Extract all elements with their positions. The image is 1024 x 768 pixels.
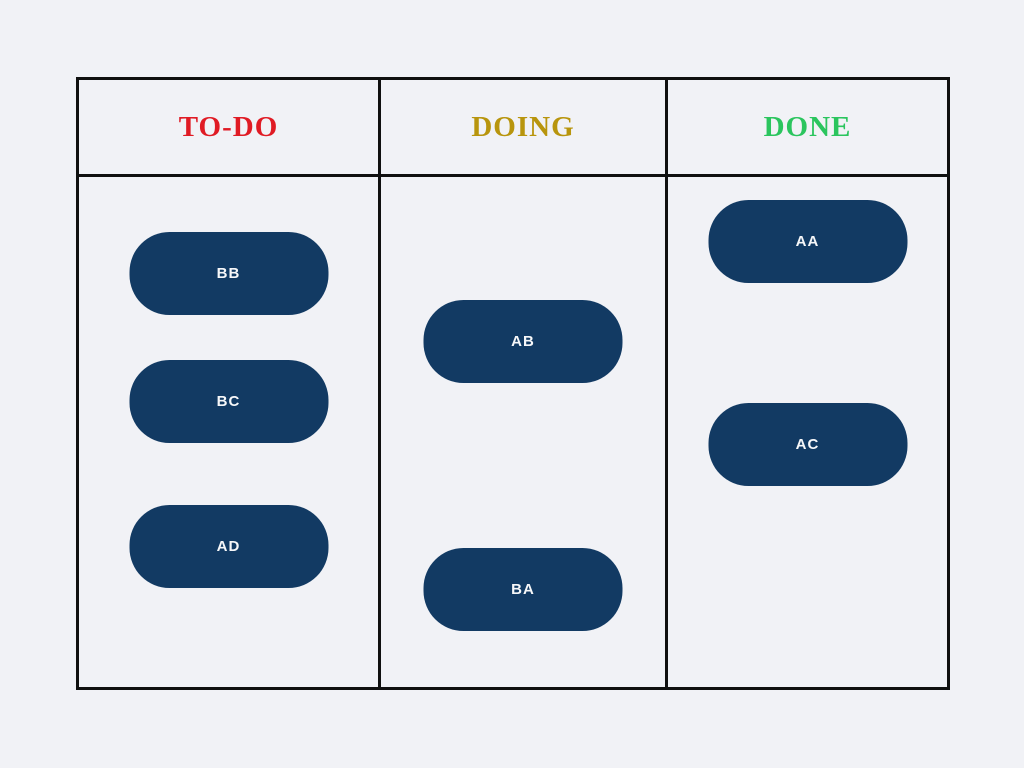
- card-ac[interactable]: AC: [708, 403, 907, 486]
- column-title: DONE: [763, 110, 852, 143]
- card-label: AB: [511, 333, 535, 350]
- column-body-todo: BB BC AD: [79, 177, 381, 687]
- column-header-done: DONE: [668, 80, 947, 177]
- column-title: DOING: [471, 110, 575, 143]
- card-label: AC: [795, 436, 820, 453]
- card-label: AD: [216, 538, 241, 555]
- column-header-doing: DOING: [381, 80, 668, 177]
- card-ba[interactable]: BA: [423, 548, 623, 631]
- column-body-doing: AB BA: [381, 177, 668, 687]
- kanban-board: TO-DO DOING DONE BB BC AD AB BA AA AC: [76, 77, 950, 690]
- card-bb[interactable]: BB: [129, 232, 328, 315]
- card-aa[interactable]: AA: [708, 200, 907, 283]
- card-label: BC: [216, 393, 241, 410]
- card-bc[interactable]: BC: [129, 360, 328, 443]
- card-label: BB: [216, 265, 241, 282]
- card-label: AA: [795, 233, 820, 250]
- card-ab[interactable]: AB: [423, 300, 623, 383]
- column-title: TO-DO: [178, 110, 279, 143]
- column-header-todo: TO-DO: [79, 80, 381, 177]
- column-body-done: AA AC: [668, 177, 947, 687]
- card-label: BA: [511, 581, 535, 598]
- card-ad[interactable]: AD: [129, 505, 328, 588]
